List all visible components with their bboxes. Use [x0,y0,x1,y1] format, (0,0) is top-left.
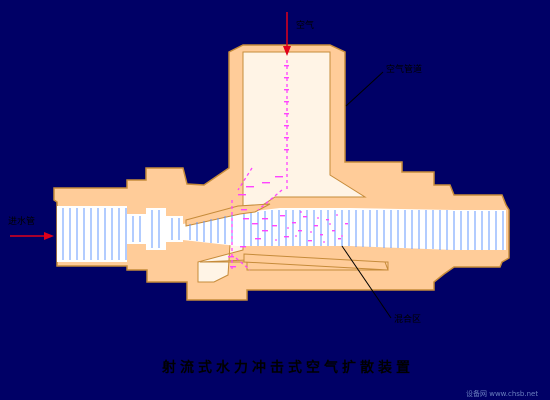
upper-inner-wall [185,203,271,227]
mix-chamber-leader [341,245,392,319]
air-inlet-arrow [283,12,291,56]
diffuser-bore [237,208,506,250]
water-inlet-arrow [10,232,54,240]
air-pipe-label: 空气管道 [386,63,422,75]
watermark: 设备网 www.chsb.net [466,389,538,398]
air-bubbles [228,65,348,268]
air-pipe-leader [345,71,384,107]
air-flow-dashes [231,60,288,271]
mix-chamber-label: 混合区 [394,313,421,325]
lower-deflector [243,253,389,271]
diagram-caption: 射流式水力冲击式空气扩散装置 [161,359,414,376]
water-flow-lines [62,208,504,260]
water-inlet-label: 进水管 [8,215,35,227]
air-inlet-label: 空气 [296,19,314,31]
